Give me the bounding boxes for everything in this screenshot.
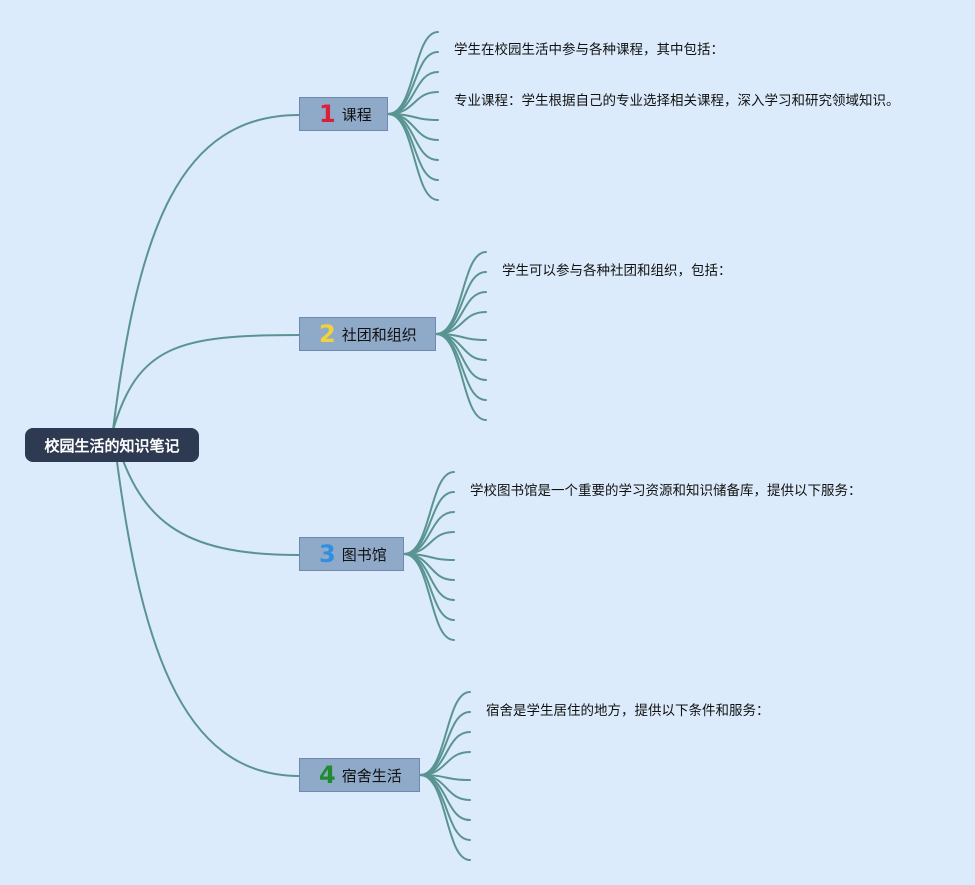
topic-number-badge: 1 xyxy=(319,100,336,128)
branch-connector xyxy=(112,429,300,777)
leaf-connector xyxy=(387,113,439,201)
leaf-connector xyxy=(403,553,455,641)
topic-clubs-organizations[interactable]: 2 社团和组织 xyxy=(299,317,436,351)
leaf-connector xyxy=(419,774,471,861)
leaf-connector xyxy=(419,774,471,841)
root-topic[interactable]: 校园生活的知识笔记 xyxy=(25,428,199,462)
topic-dorm-life[interactable]: 4 宿舍生活 xyxy=(299,758,420,792)
leaf-connector xyxy=(403,553,455,621)
topic-label: 课程 xyxy=(341,105,372,124)
topic-number-badge: 4 xyxy=(319,761,336,789)
topic-number-badge: 3 xyxy=(319,540,336,568)
leaf-text: 学生可以参与各种社团和组织，包括： xyxy=(502,263,732,279)
leaf-text: 学校图书馆是一个重要的学习资源和知识储备库，提供以下服务： xyxy=(470,483,862,499)
topic-number-badge: 2 xyxy=(319,320,336,348)
leaf-text: 专业课程：学生根据自己的专业选择相关课程，深入学习和研究领域知识。 xyxy=(454,93,900,109)
topic-label: 宿舍生活 xyxy=(341,766,402,785)
topic-label: 图书馆 xyxy=(341,545,387,564)
branch-connector xyxy=(112,334,300,431)
branch-connector xyxy=(112,114,300,431)
leaf-text: 宿舍是学生居住的地方，提供以下条件和服务： xyxy=(486,703,770,719)
leaf-connector xyxy=(435,333,487,401)
topic-courses[interactable]: 1 课程 xyxy=(299,97,388,131)
leaf-text: 学生在校园生活中参与各种课程，其中包括： xyxy=(454,42,724,58)
root-topic-label: 校园生活的知识笔记 xyxy=(44,436,180,455)
leaf-connector xyxy=(387,113,439,181)
topic-library[interactable]: 3 图书馆 xyxy=(299,537,404,571)
leaf-connector xyxy=(435,333,487,421)
topic-label: 社团和组织 xyxy=(341,325,417,344)
